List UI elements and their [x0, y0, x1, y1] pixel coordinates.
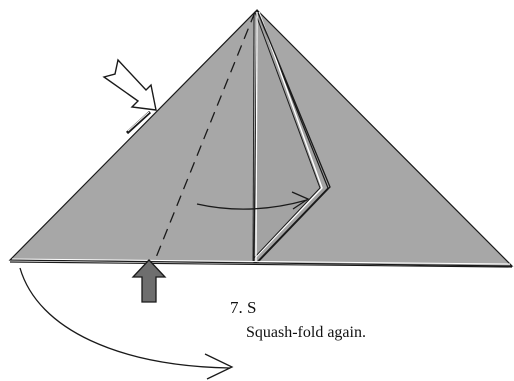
turn-over-arrow-icon — [19, 267, 231, 369]
push-arrow-solid-icon — [131, 259, 167, 303]
step-number: 7. S — [230, 298, 257, 317]
flap-edge-outer — [256, 9, 331, 263]
push-arrow-icon — [102, 58, 157, 111]
bottom-edge-highlight — [11, 258, 511, 265]
valley-fold-line — [154, 11, 256, 261]
edge-notch-highlight — [127, 111, 150, 132]
fold-over-arrow-icon — [196, 199, 308, 210]
step-caption: Squash-fold again. — [246, 324, 366, 341]
turn-over-arrowhead — [204, 353, 234, 380]
bottom-edge — [9, 261, 513, 268]
flap-edge-highlight — [254, 11, 323, 259]
flap-edge-inner — [253, 11, 321, 259]
center-crease-dark — [252, 13, 255, 263]
center-crease — [255, 11, 258, 263]
edge-notch — [125, 110, 152, 135]
fold-over-arrowhead — [291, 191, 310, 210]
